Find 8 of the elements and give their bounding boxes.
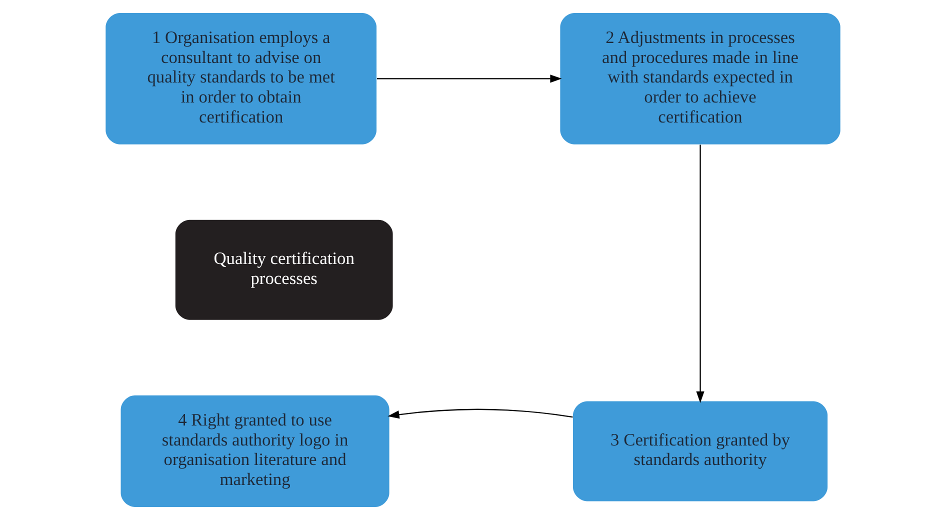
node-box: 4 Right granted to use standards authority logo in organisation literature and marketing — [120, 395, 389, 508]
arrow — [387, 408, 572, 419]
arrow — [376, 74, 562, 83]
node-box: 3 Certification granted by standards authority — [572, 401, 828, 502]
arrow — [696, 144, 704, 403]
node-box: 2 Adjustments in processes and procedures made in line with standards expected in order to achieve certification — [560, 12, 840, 144]
node-box: 1 Organisation employs a consultant to advise on quality standards to be met in order to obtain certification — [105, 12, 376, 144]
node-box: Quality certification processes — [174, 220, 392, 320]
